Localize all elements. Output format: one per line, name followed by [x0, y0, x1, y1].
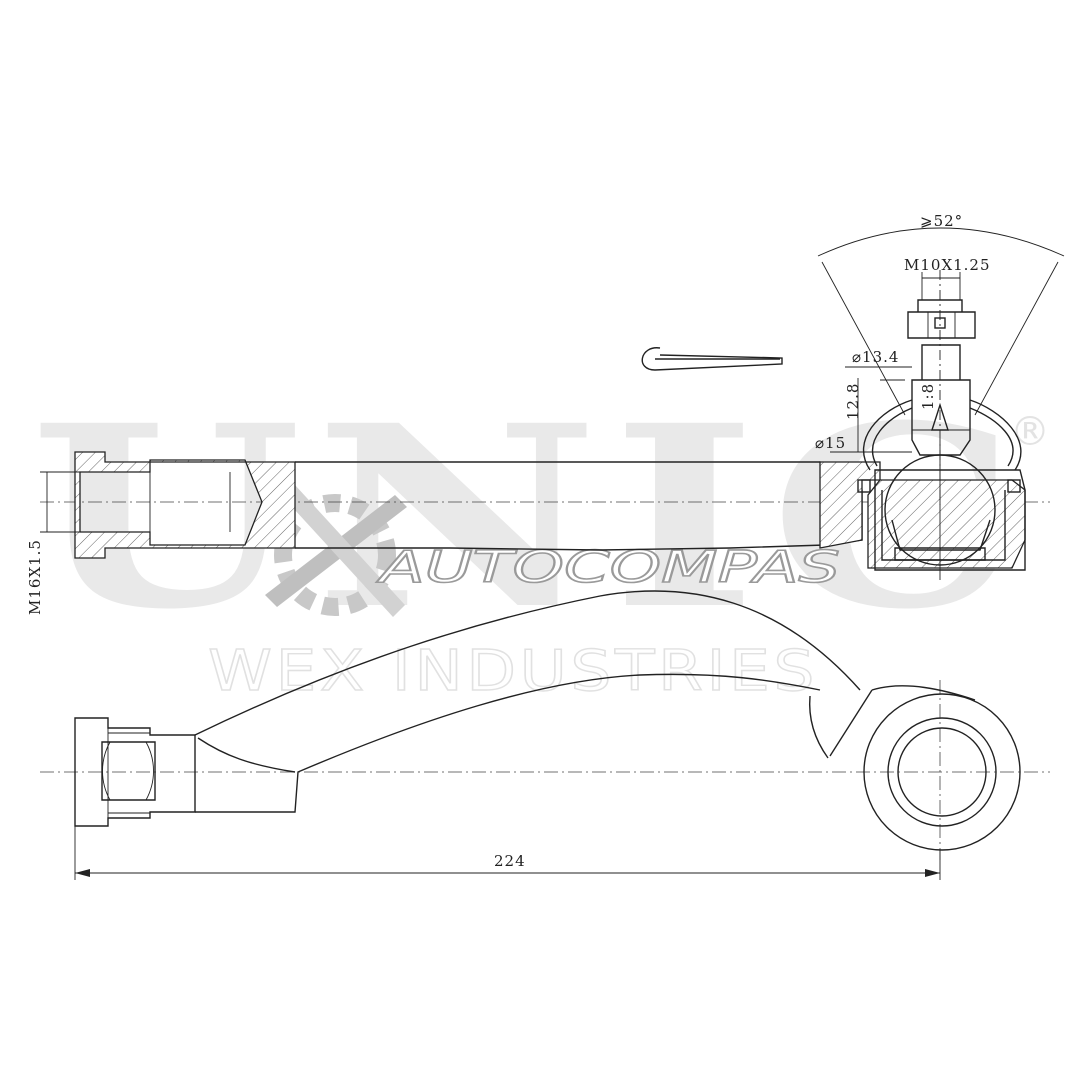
height-label: 12.8: [844, 383, 862, 420]
socket-eye: [863, 693, 1021, 851]
tie-rod-arm: [194, 590, 861, 813]
dust-boot: [863, 399, 1022, 471]
inner-thread-label: M16X1.5: [26, 539, 44, 615]
ball-stud: [911, 379, 971, 456]
plan-view: [40, 590, 1050, 880]
taper-label: 1:8: [919, 383, 937, 410]
length-label: 224: [494, 852, 526, 870]
castle-nut: [907, 299, 976, 339]
cotter-pin: [641, 347, 783, 371]
wex-industries-text: WEX INDUSTRIES: [208, 639, 818, 704]
dimension-labels: ⩾52° M10X1.25 ⌀13.4 12.8 1:8 ⌀15 M16X1.5…: [26, 212, 991, 870]
registered-mark: ®: [1010, 409, 1050, 455]
threaded-stud: [921, 344, 961, 380]
gear-bolt-logo-icon: [265, 485, 407, 617]
dia-lower-label: ⌀15: [815, 434, 846, 452]
section-view: [40, 227, 1065, 580]
dia-upper-label: ⌀13.4: [852, 348, 899, 366]
stud-thread-label: M10X1.25: [904, 256, 991, 274]
angle-label: ⩾52°: [920, 212, 963, 230]
